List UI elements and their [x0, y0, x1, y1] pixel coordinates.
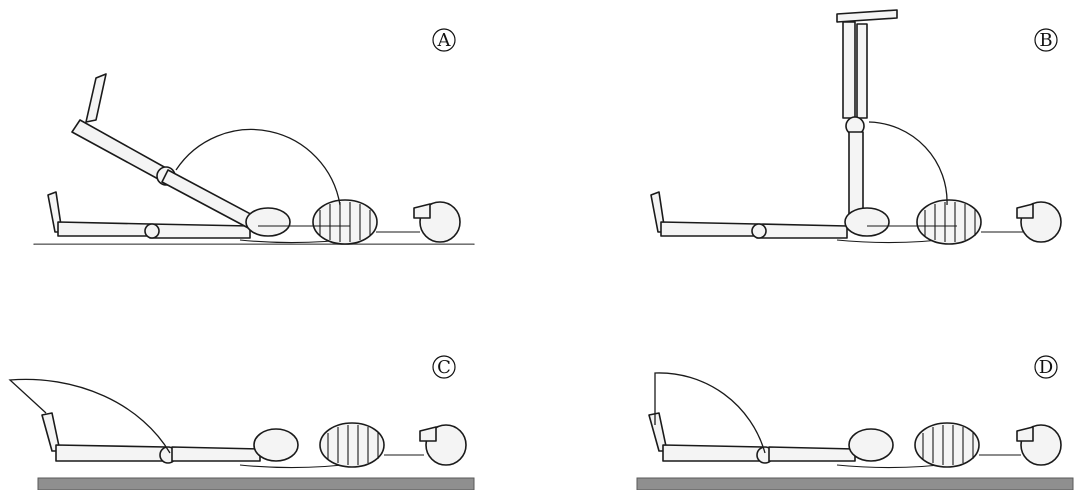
exam-table — [637, 478, 1073, 490]
torso — [837, 423, 1061, 468]
range-arc — [655, 373, 765, 453]
panel-b-drawing: B — [537, 0, 1074, 245]
resting-leg — [651, 192, 847, 238]
panel-c-label: C — [433, 356, 455, 378]
panel-d-label: D — [1035, 356, 1057, 378]
torso — [240, 200, 460, 244]
panel-d: D — [537, 245, 1074, 490]
panel-b: B — [537, 0, 1074, 245]
svg-text:C: C — [437, 357, 451, 378]
exam-table — [38, 478, 474, 490]
svg-text:D: D — [1039, 357, 1053, 378]
panel-d-drawing: D — [537, 245, 1074, 490]
panel-a-label: A — [433, 29, 455, 51]
panel-a-drawing: A — [0, 0, 537, 245]
vertical-leg — [837, 10, 897, 220]
svg-text:B: B — [1039, 30, 1052, 51]
svg-text:A: A — [437, 30, 452, 51]
torso — [837, 200, 1061, 244]
range-arc — [869, 122, 947, 205]
panel-c-drawing: C — [0, 245, 537, 490]
panel-b-label: B — [1035, 29, 1057, 51]
range-arc — [10, 379, 170, 453]
panel-a: A — [0, 0, 537, 245]
extended-leg — [42, 413, 260, 463]
panel-c: C — [0, 245, 537, 490]
raised-leg — [72, 74, 258, 230]
torso — [240, 423, 466, 468]
extended-leg — [649, 413, 855, 463]
